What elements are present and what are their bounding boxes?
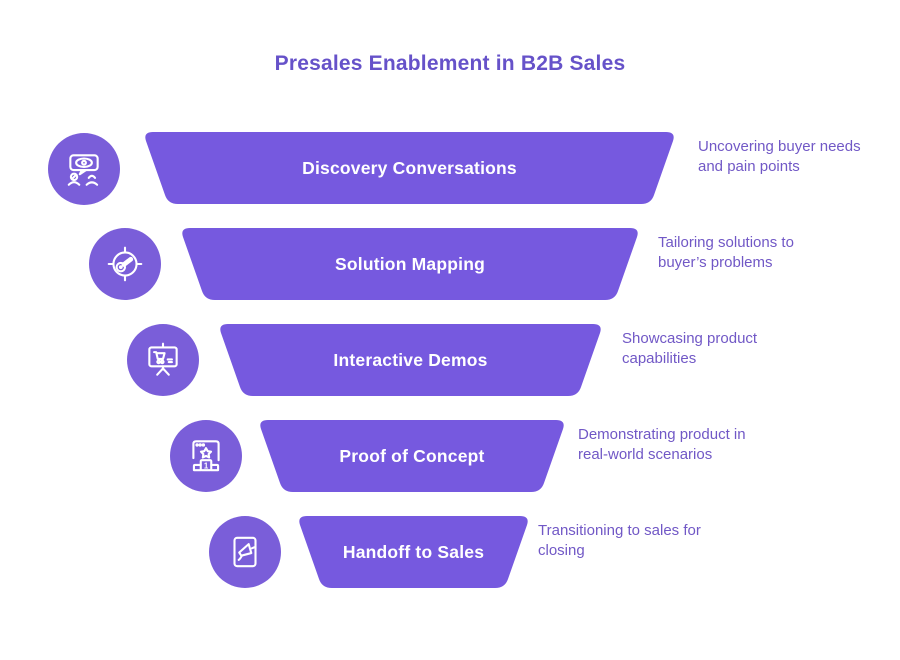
funnel-stage-discovery: Discovery Conversations Uncovering buyer… — [0, 132, 900, 205]
stage-description: Uncovering buyer needs and pain points — [698, 138, 861, 176]
stage-description: Demonstrating product in real-world scen… — [578, 426, 746, 464]
presentation-cart-icon — [127, 324, 199, 396]
document-megaphone-icon — [209, 516, 281, 588]
funnel-stage-solution-mapping: Solution Mapping Tailoring solutions to … — [0, 228, 900, 300]
funnel-stage-proof-of-concept: 1 Proof of Concept Demonstrating product… — [0, 420, 900, 492]
funnel-bar-discovery: Discovery Conversations — [143, 132, 676, 204]
funnel-bar-handoff: Handoff to Sales — [297, 516, 530, 588]
page-title: Presales Enablement in B2B Sales — [274, 52, 626, 75]
funnel-stage-interactive-demos: Interactive Demos Showcasing product cap… — [0, 324, 900, 396]
svg-text:1: 1 — [204, 461, 209, 470]
funnel-bar-interactive-demos: Interactive Demos — [218, 324, 603, 396]
stage-description: Transitioning to sales for closing — [538, 522, 701, 560]
funnel-bar-proof-of-concept: Proof of Concept — [258, 420, 566, 492]
stage-description: Tailoring solutions to buyer’s problems — [658, 234, 794, 272]
stage-description: Showcasing product capabilities — [622, 330, 758, 368]
funnel-bar-solution-mapping: Solution Mapping — [180, 228, 640, 300]
funnel-stage-handoff: Handoff to Sales Transitioning to sales … — [0, 516, 900, 588]
target-key-icon — [89, 228, 161, 300]
browser-star-podium-icon: 1 — [170, 420, 242, 492]
eye-speech-bubble-people-icon — [48, 133, 120, 205]
